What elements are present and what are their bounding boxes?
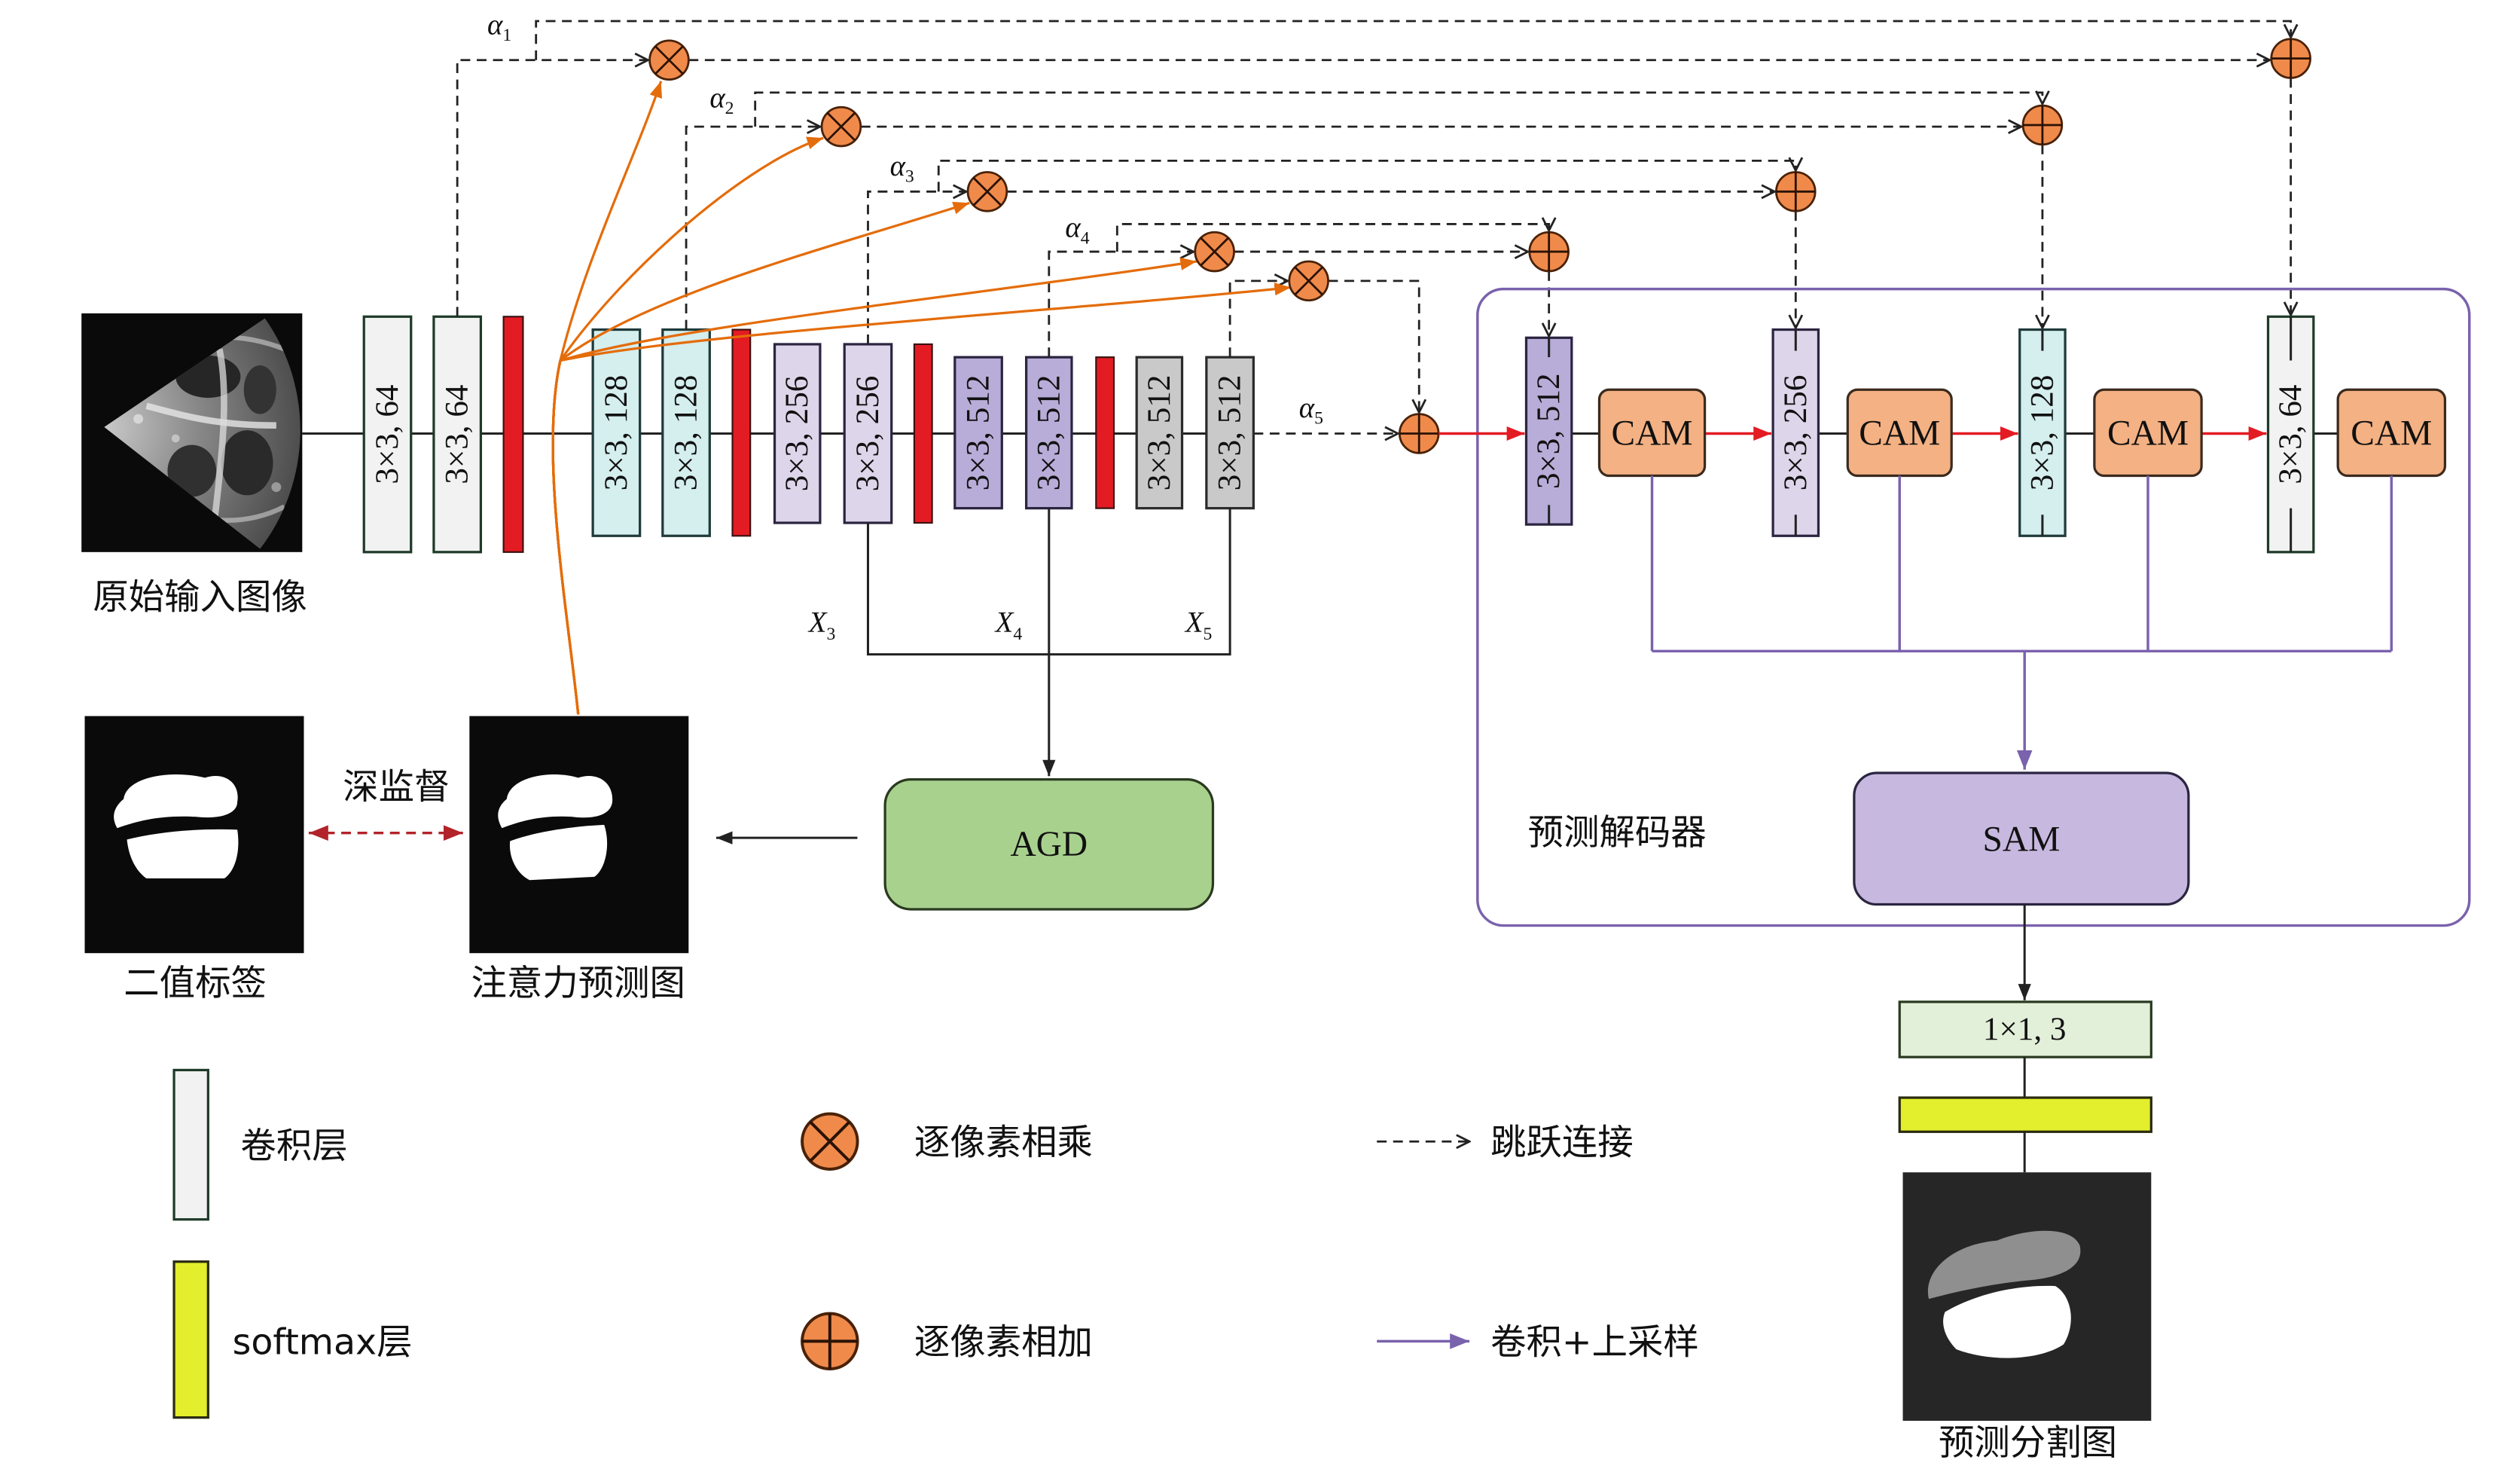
add-icon <box>1775 171 1817 212</box>
alpha-3-label: α3 <box>890 150 914 187</box>
encoder-red-bar <box>731 328 752 537</box>
decoder-block-label: 3×3, 64 <box>2273 385 2308 484</box>
output-conv-label: 1×1, 3 <box>1983 1012 2067 1047</box>
skip-2-direct <box>754 93 2043 127</box>
encoder-conv-block <box>661 328 711 537</box>
encoder-conv-block <box>591 328 642 537</box>
sam-label: SAM <box>1982 820 2060 859</box>
output-softmax-layer <box>1898 1096 2152 1133</box>
legend-label: softmax层 <box>233 1322 413 1364</box>
agd-module <box>883 777 1215 911</box>
decoder-conv-block <box>1771 328 1820 537</box>
cam-label: CAM <box>2351 414 2432 453</box>
encoder-block-label: 3×3, 64 <box>440 385 475 484</box>
encoder-block-label: 3×3, 512 <box>961 375 996 491</box>
skip-5-to-multiply <box>1228 281 1288 358</box>
conv-layer-swatch <box>172 1068 209 1221</box>
encoder: 3×3, 64 3×3, 64 3×3, 128 3×3, 128 3×3, 2… <box>362 315 1255 554</box>
cam-to-sam-bus <box>1650 475 2393 653</box>
cam-label: CAM <box>1859 414 1940 453</box>
attention-prediction-map-image <box>469 716 689 954</box>
predicted-segmentation-caption: 预测分割图 <box>1939 1422 2117 1463</box>
encoder-block-label: 3×3, 256 <box>850 376 886 492</box>
deep-supervision-label: 深监督 <box>343 766 450 808</box>
encoder-conv-block <box>432 315 483 554</box>
legend-label: 逐像素相加 <box>914 1322 1093 1364</box>
encoder-conv-block <box>773 343 822 524</box>
input-image-caption: 原始输入图像 <box>93 576 307 618</box>
encoder-red-bar <box>1095 356 1115 509</box>
skip-4-to-multiply <box>1048 252 1194 358</box>
encoder-block-label: 3×3, 64 <box>370 385 405 484</box>
skip-1-direct <box>535 20 2291 60</box>
skip-4-direct <box>1115 224 1548 252</box>
add-icon <box>801 1312 859 1371</box>
multiply-icon <box>1288 260 1329 302</box>
legend-label: 卷积层 <box>240 1126 347 1167</box>
encoder-block-label: 3×3, 512 <box>1142 375 1177 491</box>
encoder-block-label: 3×3, 256 <box>779 376 815 492</box>
binary-label-mask-image <box>84 716 304 954</box>
decoder-block-label: 3×3, 512 <box>1531 373 1567 489</box>
encoder-conv-block <box>362 315 413 554</box>
agd-label: AGD <box>1010 825 1088 864</box>
encoder-block-label: 3×3, 512 <box>1031 375 1066 491</box>
encoder-block-label: 3×3, 128 <box>669 375 704 491</box>
encoder-conv-block <box>1135 356 1184 510</box>
decoder-block-label: 3×3, 128 <box>2024 375 2060 491</box>
alpha-1-label: α1 <box>487 8 511 45</box>
cam-label: CAM <box>2107 414 2189 453</box>
decoder-title: 预测解码器 <box>1528 812 1707 854</box>
add-icon <box>2270 38 2311 79</box>
skip-connections <box>456 20 2291 413</box>
multiply-icon <box>648 39 690 81</box>
add-icon <box>1398 413 1440 454</box>
attention-paths <box>551 81 1292 715</box>
feature-x5-label: X5 <box>1184 606 1213 644</box>
input-ultrasound-image <box>81 313 303 552</box>
alpha-5-label: α5 <box>1299 392 1323 429</box>
skip-3-to-multiply <box>867 191 966 344</box>
softmax-layer-swatch <box>172 1260 209 1419</box>
alpha-4-label: α4 <box>1065 212 1089 249</box>
skip-3-direct <box>937 160 1795 192</box>
cam-label: CAM <box>1612 414 1693 453</box>
multiply-icon <box>801 1112 859 1171</box>
alpha-2-label: α2 <box>709 81 734 118</box>
skip-1-to-multiply <box>456 60 648 317</box>
encoder-conv-block <box>953 356 1003 510</box>
feature-x4-label: X4 <box>994 606 1023 644</box>
sam-module <box>1853 771 2190 906</box>
encoder-red-bar <box>502 316 524 553</box>
add-icon <box>2021 104 2064 146</box>
multiply-icon <box>820 105 862 148</box>
attention-prediction-map-caption: 注意力预测图 <box>471 963 685 1004</box>
skip-5-weighted <box>1328 279 1420 413</box>
decoder-block-label: 3×3, 256 <box>1778 375 1814 491</box>
predicted-segmentation-image <box>1902 1172 2152 1421</box>
encoder-red-bar <box>913 343 933 524</box>
binary-label-caption: 二值标签 <box>124 963 267 1004</box>
encoder-block-label: 3×3, 128 <box>599 375 634 491</box>
skip-2-to-multiply <box>685 127 820 330</box>
legend-label: 卷积+上采样 <box>1490 1322 1699 1364</box>
encoder-block-label: 3×3, 512 <box>1213 375 1248 491</box>
multiply-icon <box>966 171 1008 212</box>
legend-label: 逐像素相乘 <box>914 1122 1093 1163</box>
decoder-frame <box>1476 287 2471 927</box>
legend-label: 跳跃连接 <box>1490 1122 1634 1163</box>
legend: 卷积层 softmax层 逐像素相乘 逐像素相加 跳跃连接 卷积+上采样 <box>172 1068 1699 1419</box>
decoder: 3×3, 512 CAM 3×3, 256 CAM 3×3, 128 CAM 3… <box>1524 315 2447 554</box>
feature-x3-label: X3 <box>807 606 836 644</box>
attention-path-5 <box>551 283 1292 715</box>
add-icon <box>1528 231 1570 273</box>
encoder-conv-block <box>1025 356 1073 510</box>
output-conv-block <box>1898 1000 2152 1058</box>
multiply-icon <box>1194 231 1235 273</box>
